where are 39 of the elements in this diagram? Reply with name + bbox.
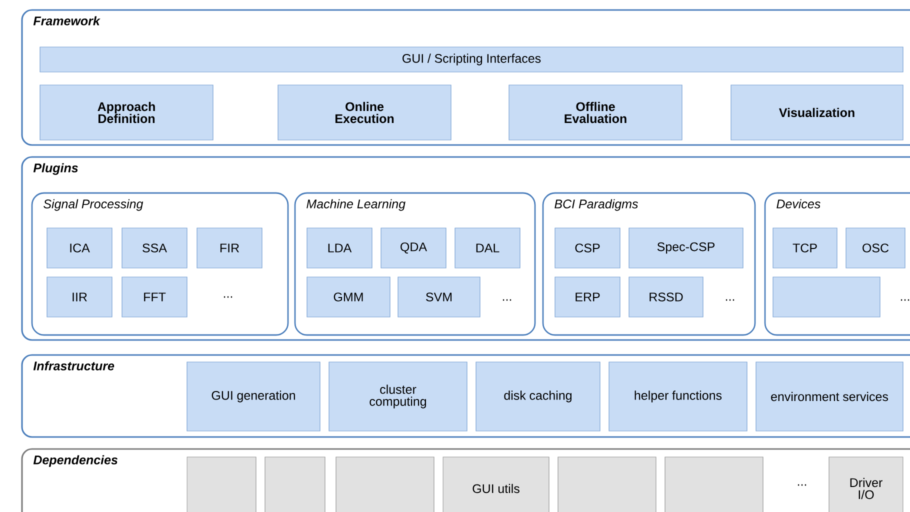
module-box: QDA [380,228,446,268]
module-box: cluster computing [328,362,468,432]
module-box: SVM [398,276,480,318]
module-box: Visualization [730,84,904,140]
dependency-box: Driver I/O [828,456,904,512]
ellipsis-label: ... [502,299,512,301]
module-box: FFT [122,276,188,318]
module-box: FIR [196,228,262,268]
dependency-box [264,456,326,512]
module-box: Spec-CSP [628,228,744,268]
module-box: DAL [454,228,520,268]
module-box: ICA [46,228,112,268]
module-box: Online Execution [278,84,452,140]
module-box: environment services [756,362,904,432]
module-box: helper functions [608,362,748,432]
ellipsis-label: ... [726,299,734,301]
module-box: ERP [554,276,620,318]
module-box: disk caching [476,362,600,432]
module-box: GMM [306,276,390,318]
ellipsis-label: ... [900,299,910,301]
module-box: TCP [772,228,838,268]
dependency-box [336,456,434,512]
module-box: SSA [122,228,188,268]
module-box: GUI / Scripting Interfaces [40,46,904,72]
module-box: Offline Evaluation [508,84,682,140]
module-box: CSP [554,228,620,268]
ellipsis-label: ... [798,484,806,486]
module-box: GUI generation [186,362,320,432]
module-box: Approach Definition [40,84,214,140]
module-box: IIR [46,276,112,318]
dependency-box [558,456,656,512]
module-box [772,276,880,318]
module-box: OSC [846,228,906,268]
ellipsis-label: ... [224,296,232,298]
module-box: RSSD [628,276,704,318]
module-box: LDA [306,228,372,268]
dependency-box [664,456,764,512]
dependency-box: GUI utils [442,456,550,512]
dependency-box [186,456,256,512]
